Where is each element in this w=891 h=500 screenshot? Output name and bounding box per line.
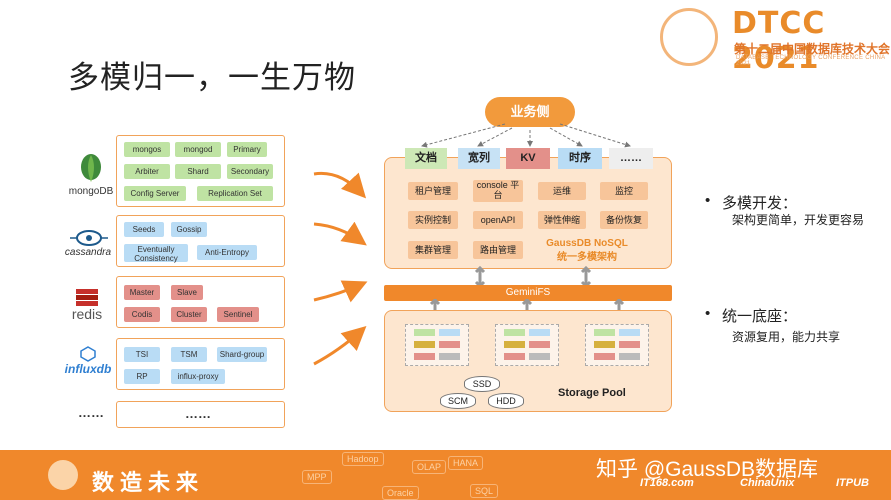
console-platform-label: console 平台 xyxy=(476,180,520,200)
redis-logo-icon xyxy=(74,287,100,307)
redis-panel: Master Slave Codis Cluster Sentinel xyxy=(116,276,285,328)
conference-name: 第十二届中国数据库技术大会 xyxy=(734,42,891,56)
monitor-button: 监控 xyxy=(600,182,648,200)
mongodb-logo-icon xyxy=(78,152,104,184)
dtcc-logo-text: DTCC 2021 xyxy=(732,6,826,76)
cluster-mgmt-button: 集群管理 xyxy=(408,241,458,259)
cassandra-label: cassandra xyxy=(64,247,112,258)
chip: Sentinel xyxy=(217,307,259,322)
gaussdb-caption-line1: GaussDB NoSQL xyxy=(546,238,628,249)
chip: TSM xyxy=(171,347,207,362)
chip: Replication Set xyxy=(197,186,273,201)
footer-logo-icon xyxy=(48,460,78,490)
influxdb-label: influxdb xyxy=(64,362,112,376)
chip: Config Server xyxy=(124,186,186,201)
brand-it168: IT168.com xyxy=(640,477,694,489)
backup-restore-button: 备份恢复 xyxy=(600,211,648,229)
chip: Master xyxy=(124,285,160,300)
footer-tag: Oracle xyxy=(382,486,419,500)
chip: TSI xyxy=(124,347,160,362)
mongodb-label: mongoDB xyxy=(68,186,114,197)
brand-chinaunix: ChinaUnix xyxy=(740,477,795,489)
footer-tag: Hadoop xyxy=(342,452,384,466)
chip: Shard-group xyxy=(217,347,267,362)
route-mgmt-button: 路由管理 xyxy=(473,241,523,259)
page-title: 多模归一，一生万物 xyxy=(68,60,356,95)
tag-document: 文档 xyxy=(405,148,447,169)
elastic-scaling-button: 弹性伸缩 xyxy=(538,211,586,229)
chip: Eventually Consistency xyxy=(124,244,188,263)
more-panel: …… xyxy=(116,401,285,428)
instance-control-button: 实例控制 xyxy=(408,211,458,229)
ops-button: 运维 xyxy=(538,182,586,200)
chip: Secondary xyxy=(227,164,273,179)
influxdb-panel: TSI TSM Shard-group RP influx-proxy xyxy=(116,338,285,390)
footer-tag: SQL xyxy=(470,484,499,498)
gaussdb-caption-line2: 统一多模架构 xyxy=(557,252,617,263)
console-platform-button: console 平台 xyxy=(473,180,523,202)
chip: mongos xyxy=(124,142,170,157)
business-side-pill: 业务侧 xyxy=(485,97,575,127)
chip: Primary xyxy=(227,142,267,157)
geminifs-bar: GeminiFS xyxy=(384,285,672,301)
scm-disk: SCM xyxy=(440,393,476,409)
dtcc-logo-icon xyxy=(660,8,718,66)
bullet-text: 架构更简单，开发更容易 xyxy=(732,213,865,227)
chip: Gossip xyxy=(171,222,207,237)
chip: Anti-Entropy xyxy=(197,245,257,260)
more-label: …… xyxy=(78,405,104,420)
tag-kv: KV xyxy=(506,148,550,169)
double-arrows-top xyxy=(474,266,592,288)
chip: Arbiter xyxy=(124,164,170,179)
bullet-text: 资源复用，能力共享 xyxy=(732,330,841,344)
redis-label: redis xyxy=(71,306,103,322)
footer-slogan: 数造未来 xyxy=(92,470,205,495)
tag-more: …… xyxy=(609,148,653,169)
cassandra-panel: Seeds Gossip Eventually Consistency Anti… xyxy=(116,215,285,267)
openapi-button: openAPI xyxy=(473,211,523,229)
storage-pool-label: Storage Pool xyxy=(558,387,626,399)
bullet-heading: 统一底座： xyxy=(722,308,798,325)
footer-tag: OLAP xyxy=(412,460,447,474)
footer-tag: MPP xyxy=(302,470,332,484)
hdd-disk: HDD xyxy=(488,393,524,409)
influxdb-logo-icon xyxy=(80,346,96,362)
chip: Shard xyxy=(175,164,221,179)
bullet-dot: • xyxy=(705,192,711,209)
bullet-dot: • xyxy=(705,305,711,322)
chip: influx-proxy xyxy=(171,369,225,384)
chip: Cluster xyxy=(171,307,207,322)
chip: RP xyxy=(124,369,160,384)
pill-arrows xyxy=(421,123,631,148)
mongodb-panel: mongos mongod Primary Arbiter Shard Seco… xyxy=(116,135,285,207)
tenant-mgmt-button: 租户管理 xyxy=(408,182,458,200)
storage-group xyxy=(495,324,559,366)
tag-timeseries: 时序 xyxy=(558,148,602,169)
tag-wide-column: 宽列 xyxy=(458,148,500,169)
cassandra-logo-icon xyxy=(66,228,112,248)
bullet-heading: 多模开发： xyxy=(722,195,798,212)
chip: Slave xyxy=(171,285,203,300)
storage-group xyxy=(585,324,649,366)
conference-name-en: DATABASE TECHNOLOGY CONFERENCE CHINA 202… xyxy=(736,55,886,67)
flow-arrows xyxy=(313,171,368,366)
brand-itpub: ITPUB xyxy=(836,477,869,489)
chip: mongod xyxy=(175,142,221,157)
more-chip: …… xyxy=(185,406,211,421)
chip: Codis xyxy=(124,307,160,322)
chip: Seeds xyxy=(124,222,164,237)
storage-group xyxy=(405,324,469,366)
watermark-text: 知乎 @GaussDB数据库 xyxy=(596,458,819,481)
footer-band xyxy=(0,450,891,500)
gaussdb-caption: GaussDB NoSQL 统一多模架构 xyxy=(527,237,647,265)
ssd-disk: SSD xyxy=(464,376,500,392)
footer-tag: HANA xyxy=(448,456,484,470)
